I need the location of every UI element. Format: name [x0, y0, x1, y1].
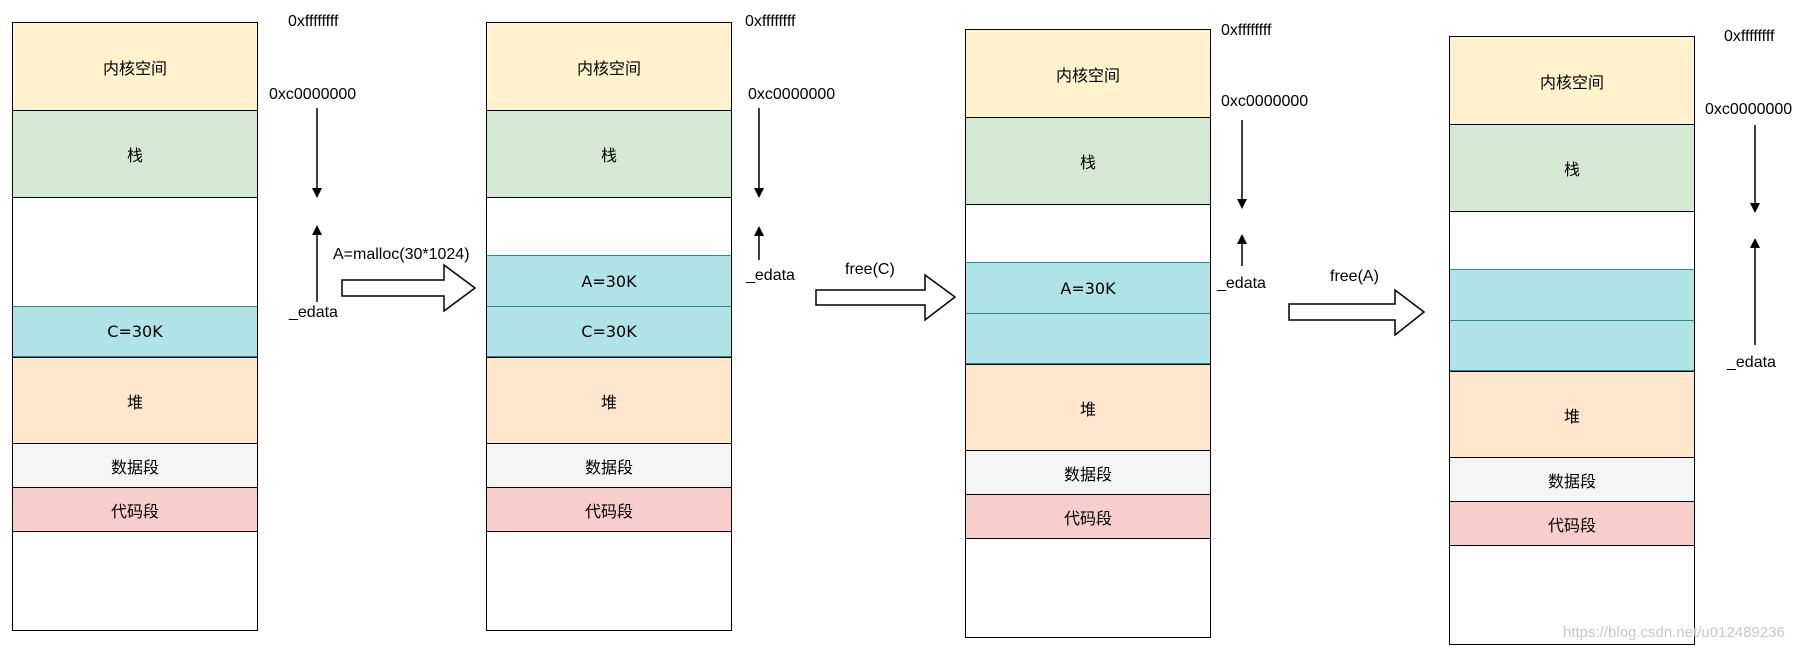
data-segment: 数据段	[487, 443, 731, 487]
edata-label: _edata	[1217, 275, 1266, 292]
code-segment: 代码段	[487, 487, 731, 531]
stack-segment: 栈	[1450, 124, 1694, 211]
data-segment: 数据段	[966, 450, 1210, 494]
bottom-empty-segment	[487, 531, 731, 629]
freed-block-c-segment	[1450, 320, 1694, 371]
edata-label: _edata	[746, 267, 795, 284]
heap-segment: 堆	[487, 357, 731, 443]
edata-label: _edata	[1727, 354, 1776, 371]
stack-segment: 栈	[13, 110, 257, 197]
heap-segment: 堆	[13, 357, 257, 443]
kernel-boundary-label: 0xc0000000	[269, 86, 357, 103]
block-a-segment: A=30K	[487, 255, 731, 306]
kernel-space-segment: 内核空间	[1450, 37, 1694, 124]
memory-layout-2: 内核空间 栈 A=30K C=30K 堆 数据段 代码段	[486, 22, 732, 631]
code-segment: 代码段	[13, 487, 257, 531]
free-gap-segment	[487, 197, 731, 255]
kernel-space-segment: 内核空间	[13, 23, 257, 110]
memory-layout-3: 内核空间 栈 A=30K 堆 数据段 代码段	[965, 29, 1211, 638]
block-c-segment: C=30K	[487, 306, 731, 357]
top-address-label: 0xffffffff	[288, 13, 339, 30]
bottom-empty-segment	[13, 531, 257, 629]
top-address-label: 0xffffffff	[1724, 28, 1775, 45]
free-c-transition-label: free(C)	[845, 261, 895, 278]
kernel-boundary-label: 0xc0000000	[1705, 101, 1793, 118]
kernel-boundary-label: 0xc0000000	[748, 86, 836, 103]
code-segment: 代码段	[966, 494, 1210, 538]
kernel-space-segment: 内核空间	[966, 30, 1210, 117]
free-gap-segment	[1450, 211, 1694, 269]
top-address-label: 0xffffffff	[1221, 22, 1272, 39]
free-a-transition-label: free(A)	[1330, 268, 1379, 285]
watermark: https://blog.csdn.net/u012489236	[1563, 624, 1785, 641]
code-segment: 代码段	[1450, 501, 1694, 545]
heap-segment: 堆	[966, 364, 1210, 450]
kernel-boundary-label: 0xc0000000	[1221, 93, 1309, 110]
transition-arrow-2	[815, 273, 957, 322]
freed-block-c-segment	[966, 313, 1210, 364]
transition-arrow-1	[341, 263, 477, 313]
malloc-transition-label: A=malloc(30*1024)	[333, 246, 470, 263]
top-address-label: 0xffffffff	[745, 13, 796, 30]
free-gap-segment	[13, 197, 257, 306]
memory-layout-1: 内核空间 栈 C=30K 堆 数据段 代码段	[12, 22, 258, 631]
data-segment: 数据段	[13, 443, 257, 487]
bottom-empty-segment	[1450, 545, 1694, 643]
heap-segment: 堆	[1450, 371, 1694, 457]
data-segment: 数据段	[1450, 457, 1694, 501]
free-gap-segment	[966, 204, 1210, 262]
edata-label: _edata	[289, 304, 338, 321]
memory-layout-4: 内核空间 栈 堆 数据段 代码段	[1449, 36, 1695, 645]
stack-segment: 栈	[966, 117, 1210, 204]
bottom-empty-segment	[966, 538, 1210, 636]
kernel-space-segment: 内核空间	[487, 23, 731, 110]
block-a-segment: A=30K	[966, 262, 1210, 313]
block-c-segment: C=30K	[13, 306, 257, 357]
freed-block-a-segment	[1450, 269, 1694, 320]
stack-segment: 栈	[487, 110, 731, 197]
transition-arrow-3	[1288, 288, 1426, 337]
